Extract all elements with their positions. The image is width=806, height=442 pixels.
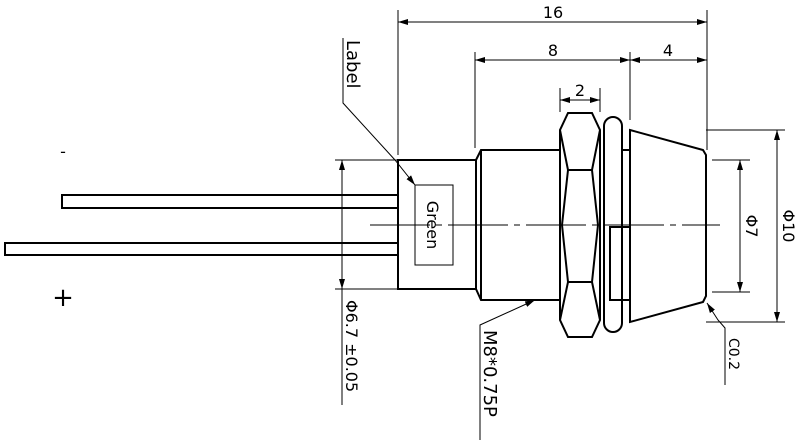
dim-16-text: 16 — [543, 3, 563, 22]
dim-2-text: 2 — [575, 81, 585, 100]
chamfer-leader — [706, 302, 726, 385]
label-leader — [342, 38, 416, 186]
positive-sign: + — [52, 283, 74, 313]
hex-nut — [559, 112, 601, 338]
dim-phi7-text: Φ7 — [742, 215, 761, 238]
thread-text: M8*0.75P — [479, 330, 500, 417]
dim-4-text: 4 — [663, 41, 673, 60]
dim-phi10-text: Φ10 — [779, 210, 798, 243]
label-callout-text: Label — [342, 40, 363, 89]
threaded-body — [475, 149, 560, 301]
lens-head — [629, 128, 707, 324]
chamfer-text: C0.2 — [725, 338, 741, 370]
negative-sign: - — [60, 142, 66, 161]
thread-leader — [479, 299, 536, 440]
dim-phi67-text: Φ6.7 ±0.05 — [342, 300, 361, 392]
negative-lead — [61, 194, 399, 209]
flange-lower — [609, 226, 631, 301]
label-box-text: Green — [423, 201, 442, 249]
positive-lead — [4, 242, 399, 256]
dim-8-text: 8 — [548, 41, 558, 60]
